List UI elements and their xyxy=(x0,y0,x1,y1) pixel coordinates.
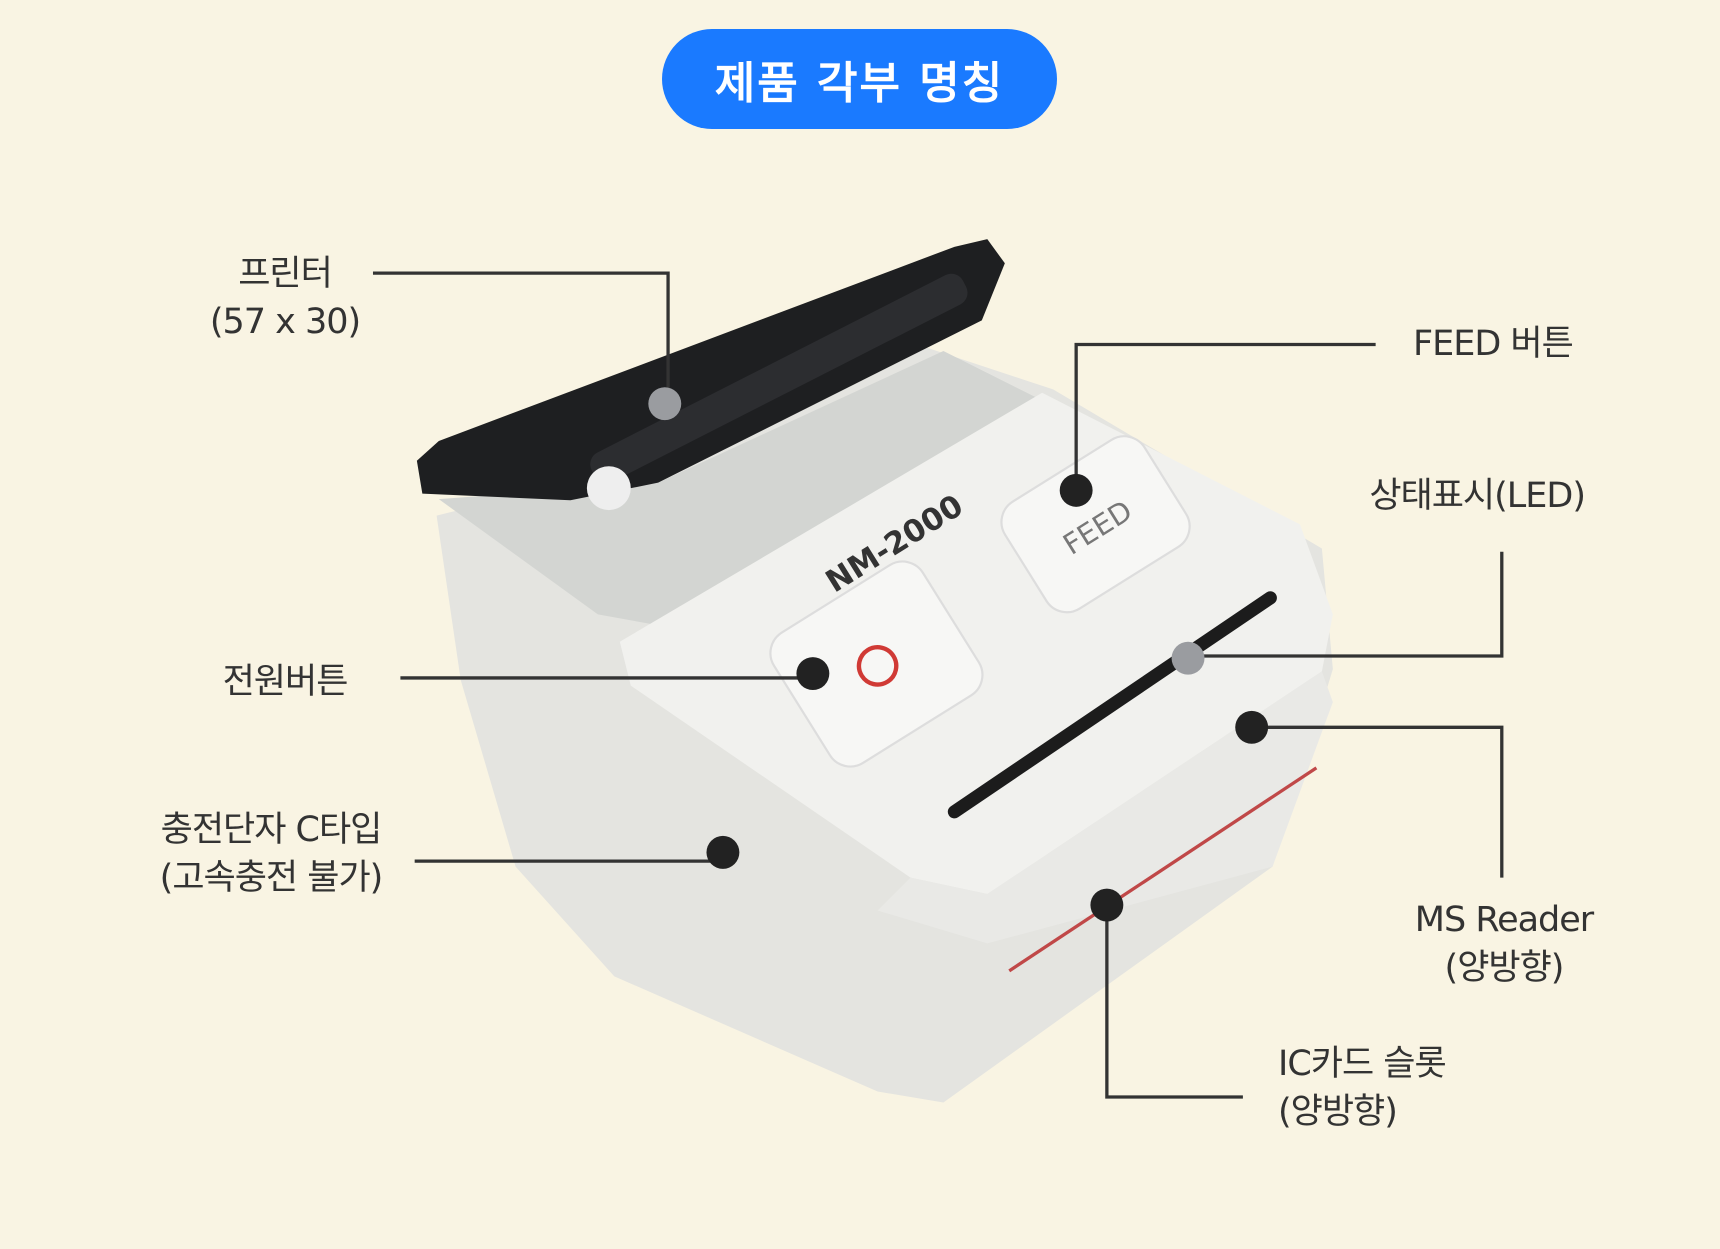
label-line: 충전단자 C타입 xyxy=(160,810,383,850)
marker-ms xyxy=(1235,710,1269,744)
ic-card-slot xyxy=(1008,766,1318,973)
section-title: 제품 각부 명칭 xyxy=(714,58,1005,109)
printer-front-band xyxy=(877,671,1333,944)
leader-feed xyxy=(1074,342,1376,491)
label-ic-card-slot: IC카드 슬롯 (양방향) xyxy=(1278,1040,1447,1136)
label-line: 상태표시(LED) xyxy=(1369,476,1586,516)
marker-power xyxy=(796,657,830,691)
printer-inner-cavity xyxy=(438,351,1043,626)
label-line: (양방향) xyxy=(1278,1092,1398,1132)
label-feed-button: FEED 버튼 xyxy=(1413,320,1574,368)
label-line: 프린터 xyxy=(238,254,333,294)
label-line: MS Reader xyxy=(1414,900,1594,940)
label-ms-reader: MS Reader (양방향) xyxy=(1414,896,1594,992)
label-line: FEED 버튼 xyxy=(1413,324,1574,364)
ms-reader-slot xyxy=(947,591,1277,819)
leader-printer xyxy=(372,271,670,404)
marker-ic xyxy=(1090,888,1124,922)
label-printer: 프린터 (57 x 30) xyxy=(209,250,361,346)
label-status-led: 상태표시(LED) xyxy=(1369,472,1586,520)
marker-led xyxy=(1171,641,1205,675)
leader-led xyxy=(1188,551,1504,658)
leader-ic xyxy=(1105,905,1243,1099)
label-power-button: 전원버튼 xyxy=(222,658,349,706)
label-charging-port: 충전단자 C타입 (고속충전 불가) xyxy=(159,806,384,902)
label-line: (고속충전 불가) xyxy=(159,858,384,898)
marker-charge xyxy=(706,835,740,869)
printer-lid xyxy=(416,239,1005,501)
marker-printer xyxy=(648,387,682,421)
power-icon xyxy=(856,645,899,687)
label-line: IC카드 슬롯 xyxy=(1278,1044,1447,1084)
label-line: (양방향) xyxy=(1444,948,1565,988)
leader-ms xyxy=(1251,725,1504,878)
feed-button-key xyxy=(1000,435,1191,614)
label-line: (57 x 30) xyxy=(209,302,361,342)
section-title-badge: 제품 각부 명칭 xyxy=(662,29,1057,129)
label-line: 전원버튼 xyxy=(222,662,349,702)
marker-feed xyxy=(1059,473,1093,507)
power-button-key xyxy=(769,560,984,768)
